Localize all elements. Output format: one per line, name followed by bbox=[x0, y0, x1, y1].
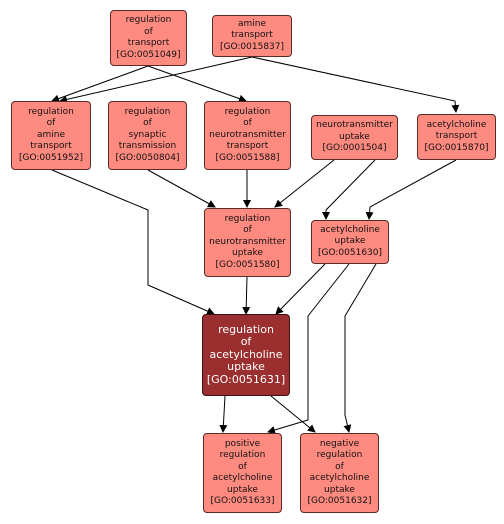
edge-reg-transport-to-reg-amine-transport bbox=[51, 65, 149, 103]
node-label-line: transport bbox=[435, 131, 478, 142]
node-label-line: [GO:0050804] bbox=[115, 152, 180, 163]
node-label-line: [GO:0015837] bbox=[219, 41, 285, 52]
node-label-line: neurotransmitter bbox=[209, 129, 286, 140]
node-label-line: transport bbox=[30, 141, 72, 152]
node-label-line: regulation bbox=[28, 106, 74, 117]
node-label-line: uptake bbox=[334, 236, 366, 247]
node-label-line: acetylcholine bbox=[309, 473, 370, 483]
node-label-line: of bbox=[243, 225, 252, 236]
node-label-line: negative bbox=[319, 438, 360, 449]
node-label-line: [GO:0051631] bbox=[206, 372, 286, 386]
node-label-line: regulation bbox=[124, 106, 171, 117]
edge-reg-transport-to-reg-nt-transport bbox=[147, 65, 247, 103]
node-label-line: [GO:0051952] bbox=[18, 152, 84, 163]
node-label-line: regulation bbox=[316, 450, 363, 460]
node-label-line: [GO:0051588] bbox=[215, 152, 280, 163]
node-label-line: synaptic bbox=[128, 129, 167, 140]
edge-nt-uptake-to-reg-nt-uptake bbox=[274, 159, 335, 208]
edge-ach-transport-to-ach-uptake bbox=[365, 159, 457, 220]
edge-reg-nt-uptake-to-reg-ach-uptake bbox=[242, 276, 251, 315]
edge-amine-transport-to-ach-transport bbox=[251, 56, 460, 113]
node-label-line: transmission bbox=[118, 141, 177, 152]
node-label-line: [GO:0051630] bbox=[317, 247, 383, 258]
node-label-line: of bbox=[335, 461, 344, 472]
node-label-line: uptake bbox=[227, 484, 258, 495]
node-label-line: uptake bbox=[227, 360, 265, 374]
edge-ach-uptake-to-pos-reg-ach-uptake bbox=[267, 263, 350, 434]
node-label-line: amine bbox=[237, 18, 267, 29]
node-label-line: uptake bbox=[339, 131, 370, 142]
node-label-line: [GO:0015870] bbox=[424, 142, 489, 153]
node-label-line: regulation bbox=[224, 213, 271, 224]
edge-nt-uptake-to-ach-uptake bbox=[322, 159, 376, 220]
node-label-line: acetylcholine bbox=[426, 119, 487, 130]
edge-amine-transport-to-reg-amine-transport bbox=[59, 56, 253, 104]
node-label-line: transport bbox=[127, 38, 170, 48]
node-label-line: acetylcholine bbox=[209, 347, 283, 361]
node-label-line: regulation bbox=[219, 450, 266, 460]
node-label-line: [GO:0001504] bbox=[322, 143, 387, 154]
node-label-line: neurotransmitter bbox=[316, 120, 393, 131]
node-label-line: positive bbox=[224, 438, 261, 449]
edge-reg-syn-trans-to-reg-nt-uptake bbox=[147, 169, 216, 208]
node-label-line: of bbox=[144, 26, 153, 37]
node-label-line: amine bbox=[36, 129, 66, 140]
node-label-line: acetylcholine bbox=[320, 224, 380, 235]
node-label-line: of bbox=[243, 118, 252, 129]
node-label-line: [GO:0051049] bbox=[116, 49, 181, 60]
node-label-line: neurotransmitter bbox=[209, 236, 286, 247]
node-label-line: transport bbox=[226, 141, 269, 152]
node-label-line: of bbox=[143, 118, 152, 129]
edge-reg-ach-uptake-to-neg-reg-ach-uptake bbox=[270, 395, 316, 433]
edge-ach-uptake-to-reg-ach-uptake bbox=[275, 263, 326, 315]
node-label-line: of bbox=[46, 118, 56, 129]
node-label-line: acetylcholine bbox=[212, 473, 273, 483]
edge-reg-ach-uptake-to-pos-reg-ach-uptake bbox=[219, 395, 228, 433]
node-label-line: uptake bbox=[324, 484, 355, 495]
node-label-line: [GO:0051580] bbox=[215, 259, 280, 270]
node-label-line: regulation bbox=[224, 106, 271, 117]
node-label-line: regulation bbox=[125, 15, 172, 25]
node-label-line: regulation bbox=[218, 322, 274, 336]
node-label-line: transport bbox=[231, 30, 273, 41]
edge-reg-amine-transport-to-reg-ach-uptake bbox=[51, 169, 215, 315]
node-label-line: [GO:0051633] bbox=[210, 496, 275, 506]
node-label-line: of bbox=[240, 335, 252, 349]
node-label-line: [GO:0051632] bbox=[307, 496, 372, 506]
node-label-line: of bbox=[238, 461, 247, 472]
node-label-line: uptake bbox=[232, 248, 263, 259]
edge-ach-uptake-to-neg-reg-ach-uptake bbox=[343, 263, 377, 433]
